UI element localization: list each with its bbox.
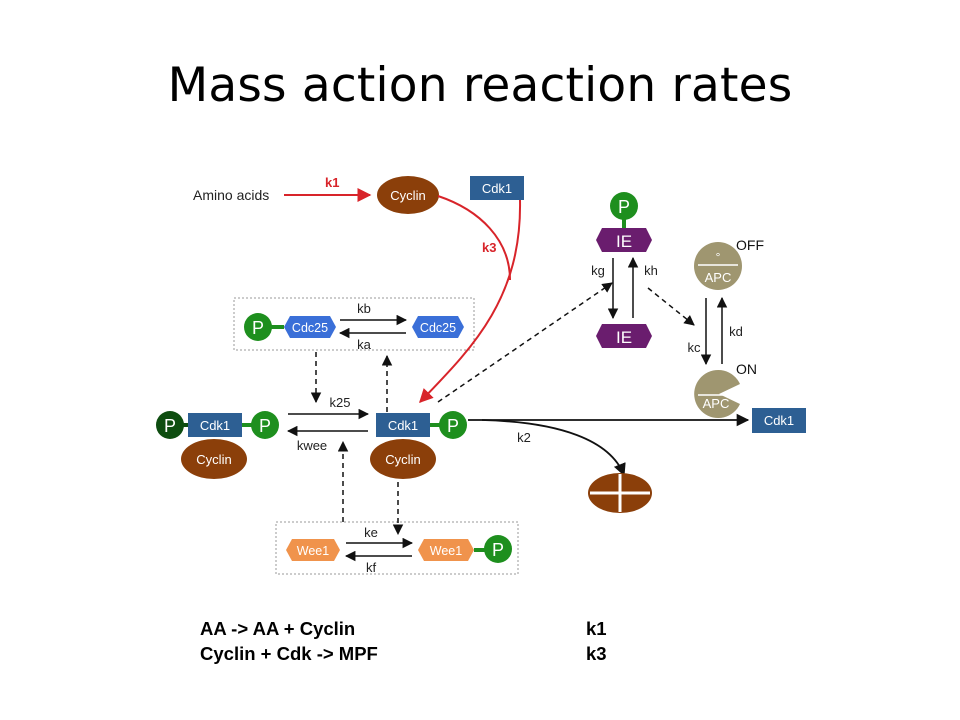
cyclin-inactive: [181, 439, 247, 479]
wee1-phospho-hex: [418, 539, 474, 561]
reaction-rate: k3: [586, 643, 607, 664]
cdc25-hex: [412, 316, 464, 338]
kb-label: kb: [357, 301, 371, 316]
cdc25-p-circle: [244, 313, 272, 341]
ke-label: ke: [364, 525, 378, 540]
wee1-phospho-label: Wee1: [430, 544, 462, 558]
apc-off-mark: °: [716, 250, 721, 264]
cyclin-mpf: [370, 439, 436, 479]
k1-label: k1: [325, 175, 339, 190]
cyclin-to-mpf-path: [437, 195, 511, 281]
kg-label: kg: [591, 263, 605, 278]
inactive-p2-label: P: [259, 416, 271, 436]
kd-label: kd: [729, 324, 743, 339]
degraded-cyclin-icon: [588, 473, 652, 513]
apc-on-label: APC: [703, 396, 730, 411]
mpf-to-ie-dashed: [437, 282, 613, 403]
cdc25-box: [233, 297, 475, 351]
ka-label: ka: [357, 337, 372, 352]
reaction-row: Cyclin + Cdk -> MPF k3: [200, 643, 620, 668]
wee1-box: [275, 521, 519, 575]
cdk1-free-label: Cdk1: [764, 413, 794, 428]
ie-label: IE: [616, 328, 632, 347]
reaction-rate: k1: [586, 618, 607, 639]
k3-label: k3: [482, 240, 496, 255]
k2-arrow: [481, 419, 626, 477]
on-label: ON: [736, 361, 757, 377]
reaction-equation: Cyclin + Cdk -> MPF: [200, 643, 378, 664]
cdk1-inactive-label: Cdk1: [200, 418, 230, 433]
apc-off-label: APC: [705, 270, 732, 285]
ie-phospho-hex: [596, 228, 652, 252]
cyclin-mpf-label: Cyclin: [385, 452, 420, 467]
ie-p-label: P: [618, 197, 630, 217]
ie-p-circle: [610, 192, 638, 220]
cyclin-inactive-label: Cyclin: [196, 452, 231, 467]
wee1-hex: [286, 539, 340, 561]
inactive-p2-circle: [251, 411, 279, 439]
kf-label: kf: [366, 560, 377, 575]
kh-label: kh: [644, 263, 658, 278]
ie-hex: [596, 324, 652, 348]
wee1-p-label: P: [492, 540, 504, 560]
cyclin-top-label: Cyclin: [390, 188, 425, 203]
kc-label: kc: [688, 340, 702, 355]
cdk1-mpf-label: Cdk1: [388, 418, 418, 433]
cdk1-mpf: [376, 413, 430, 437]
k2-label: k2: [517, 430, 531, 445]
slide-title: Mass action reaction rates: [167, 58, 793, 113]
reaction-equation: AA -> AA + Cyclin: [200, 618, 356, 639]
reaction-list: AA -> AA + Cyclin k1 Cyclin + Cdk -> MPF…: [200, 618, 620, 668]
wee1-p-circle: [484, 535, 512, 563]
ie-phospho-label: IE: [616, 232, 632, 251]
wee1-label: Wee1: [297, 544, 329, 558]
cdc25-label: Cdc25: [420, 321, 456, 335]
cdk1-top-label: Cdk1: [482, 181, 512, 196]
mpf-p-circle: [439, 411, 467, 439]
mpf-p-label: P: [447, 416, 459, 436]
cyclin-top: [377, 176, 439, 214]
apc-on: [694, 370, 740, 419]
cdk1-inactive: [188, 413, 242, 437]
reaction-row: AA -> AA + Cyclin k1: [200, 618, 620, 643]
cdc25-p-label: P: [252, 318, 264, 338]
off-label: OFF: [736, 237, 764, 253]
cdc25-phospho-hex: [284, 316, 336, 338]
cdk1-free: [752, 408, 806, 433]
cdk1-top: [470, 176, 524, 200]
cdc25-phospho-label: Cdc25: [292, 321, 328, 335]
kwee-label: kwee: [297, 438, 327, 453]
amino-acids-label: Amino acids: [193, 187, 269, 203]
k3-arrow: [419, 199, 522, 404]
k25-label: k25: [330, 395, 351, 410]
inactive-p1-circle: [156, 411, 184, 439]
apc-off: [694, 242, 742, 290]
ie-to-apc-dashed: [647, 287, 695, 326]
inactive-p1-label: P: [164, 416, 176, 436]
